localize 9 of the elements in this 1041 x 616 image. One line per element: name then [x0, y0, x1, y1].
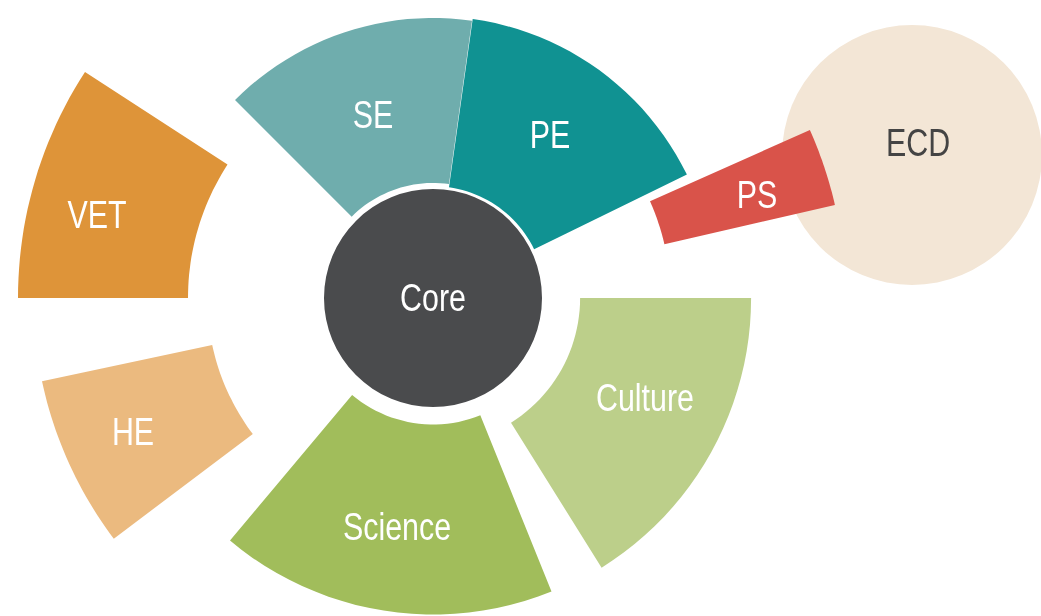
- segment-label: Core: [400, 276, 466, 320]
- segment-label: HE: [111, 410, 155, 454]
- segment-label: Culture: [596, 376, 694, 420]
- segment-label: ECD: [885, 121, 951, 165]
- segment-label: VET: [67, 193, 127, 237]
- segment-label: PE: [529, 113, 571, 157]
- segment-label: SE: [352, 93, 394, 137]
- segment-label: Science: [342, 505, 452, 549]
- segment-label: PS: [736, 173, 778, 217]
